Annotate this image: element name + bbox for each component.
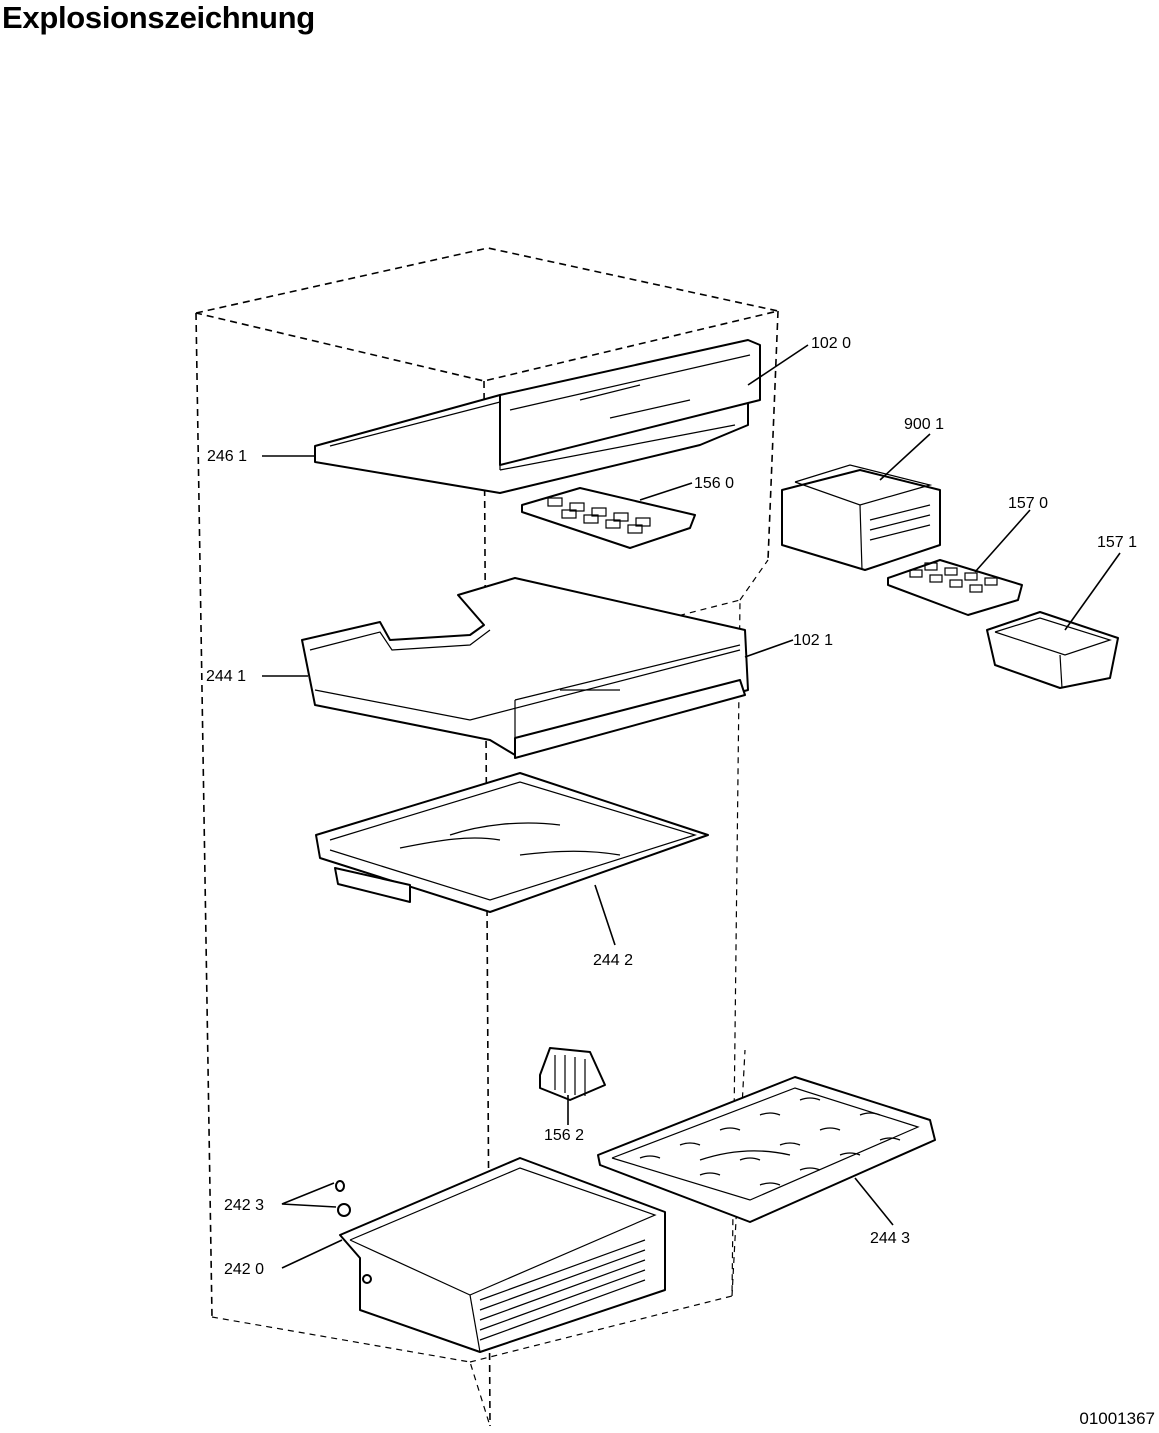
ice-tray-157-0 <box>887 559 1023 616</box>
callout-157-0: 157 0 <box>1008 495 1048 512</box>
glass-shelf-244-3 <box>597 1076 936 1223</box>
door-bin-244-1 <box>301 577 749 756</box>
callout-242-0: 242 0 <box>224 1261 264 1278</box>
callout-156-2: 156 2 <box>544 1127 584 1144</box>
page-title: Explosionszeichnung <box>2 0 315 35</box>
crisper-drawer-242-0 <box>339 1157 666 1353</box>
callout-157-1: 157 1 <box>1097 534 1137 551</box>
callout-156-0: 156 0 <box>694 475 734 492</box>
callout-244-2: 244 2 <box>593 952 633 969</box>
lower-cover-102-1 <box>514 679 746 759</box>
callout-242-3: 242 3 <box>224 1197 264 1214</box>
upper-cover-102-0 <box>499 339 761 466</box>
ice-bin-157-1 <box>986 611 1119 689</box>
callout-244-3: 244 3 <box>870 1230 910 1247</box>
leader-lines <box>262 344 1121 1269</box>
freezer-compartment-900-1 <box>781 464 941 571</box>
callout-labels: 102 0 246 1 900 1 156 0 157 0 157 1 102 … <box>206 335 1137 1278</box>
callout-246-1: 246 1 <box>207 448 247 465</box>
document-number: 01001367 <box>1079 1409 1155 1428</box>
egg-holder-156-2 <box>539 1047 606 1101</box>
callout-900-1: 900 1 <box>904 416 944 433</box>
callout-244-1: 244 1 <box>206 668 246 685</box>
clips-242-3 <box>335 1180 351 1217</box>
ice-tray-156-0 <box>521 487 696 549</box>
callout-102-0: 102 0 <box>811 335 851 352</box>
shelf-tray-244-2 <box>315 772 709 913</box>
callout-102-1: 102 1 <box>793 632 833 649</box>
